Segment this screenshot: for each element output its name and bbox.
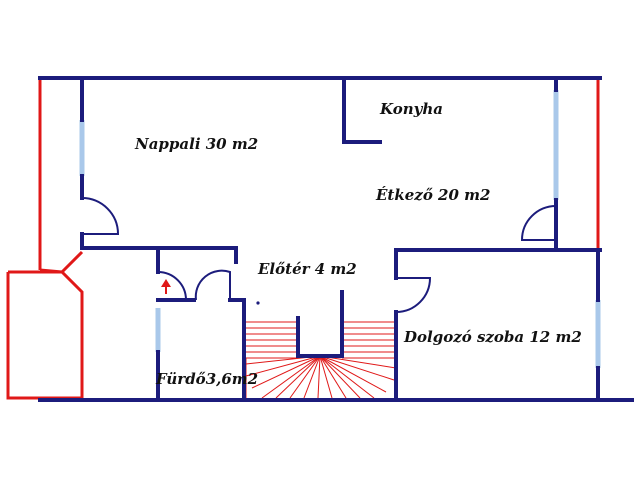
room-label-furdo: Fürdő3,6m2	[155, 370, 258, 388]
windows	[79, 90, 601, 368]
exterior-walls	[6, 78, 600, 400]
marker-dot	[256, 301, 260, 305]
terrace-corner-line	[39, 250, 84, 274]
room-label-dolgozo: Dolgozó szoba 12 m2	[403, 328, 582, 346]
terrace-outline	[6, 270, 84, 400]
door-nappali	[81, 197, 120, 235]
room-label-konyha: Konyha	[379, 100, 443, 118]
room-label-eloter: Előtér 4 m2	[257, 260, 357, 278]
room-label-nappali: Nappali 30 m2	[134, 135, 258, 153]
door-etkezo	[520, 205, 557, 241]
room-label-etkezo: Étkező 20 m2	[375, 186, 490, 204]
arrow-up-icon	[161, 279, 171, 294]
doors	[81, 197, 557, 313]
door-furdo-left	[157, 271, 187, 301]
door-dolgozo	[395, 277, 432, 313]
walls	[38, 76, 634, 402]
door-furdo-right	[194, 269, 231, 301]
